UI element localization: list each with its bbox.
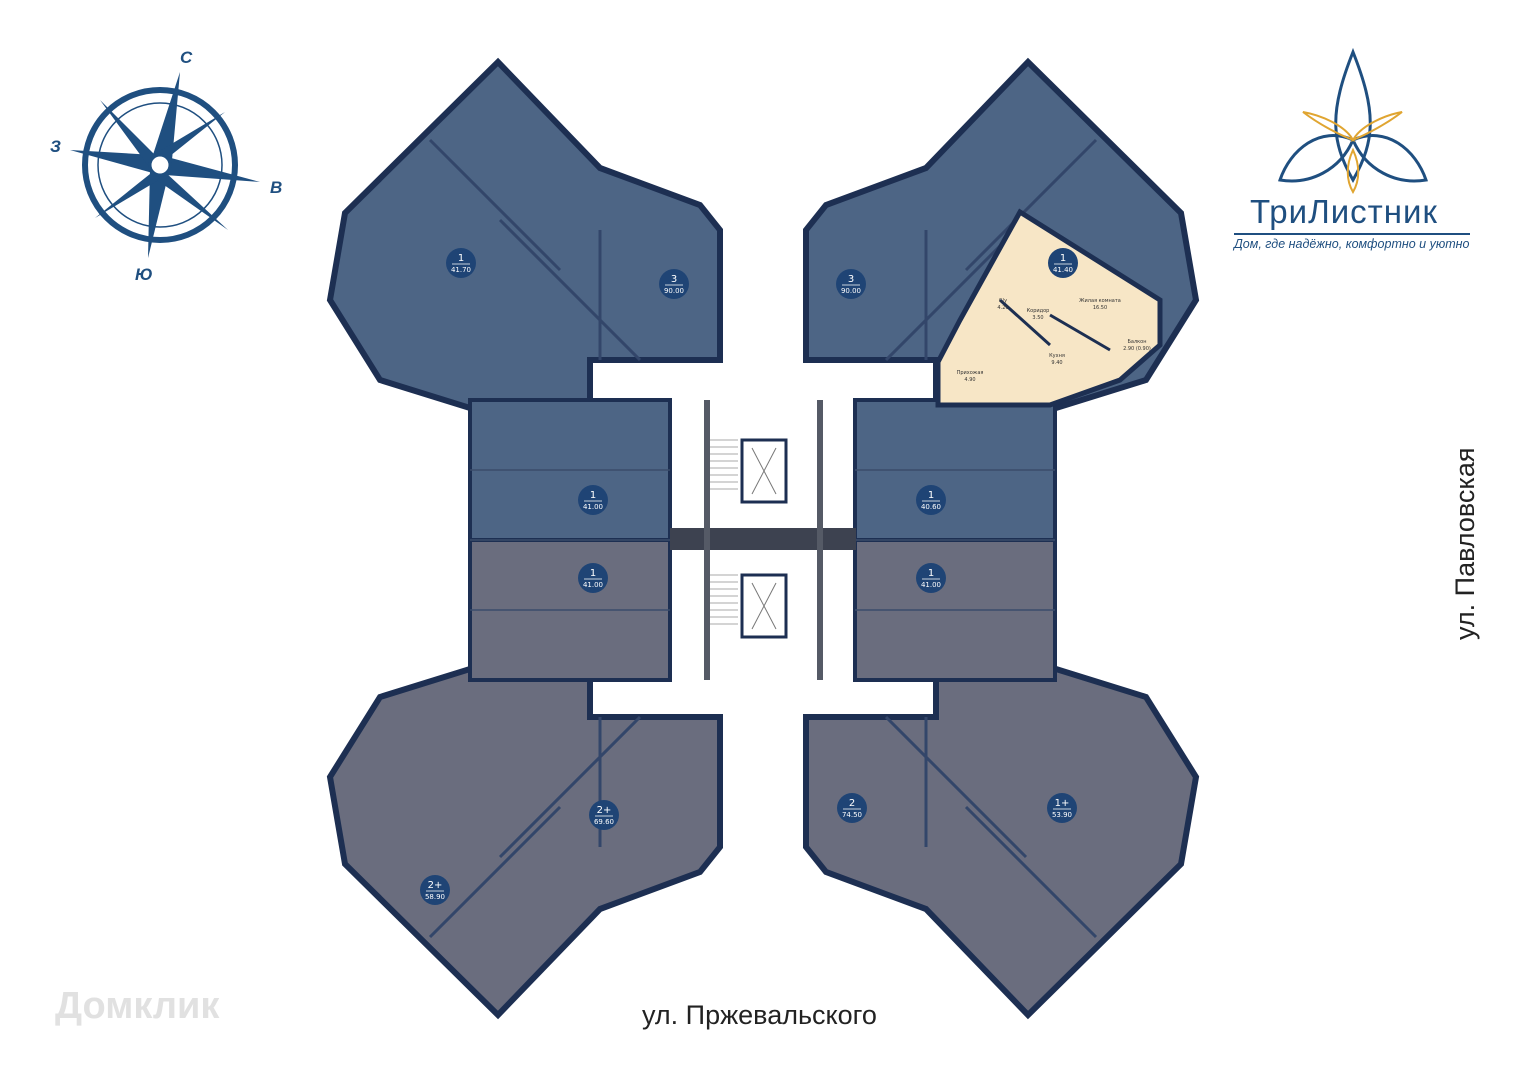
trilistnik-logo-icon xyxy=(1278,47,1428,194)
badge-area: 90.00 xyxy=(664,287,684,295)
room-label: С/у xyxy=(999,298,1007,304)
badge-circle xyxy=(578,485,608,515)
badge-area: 41.00 xyxy=(583,581,603,589)
room-area: 4.20 xyxy=(997,305,1008,311)
badge-area: 40.60 xyxy=(921,503,941,511)
room-label: Кухня xyxy=(1049,353,1065,359)
apartment-badge[interactable]: 140.60 xyxy=(916,485,946,515)
badge-area: 41.70 xyxy=(451,266,471,274)
badge-area: 41.00 xyxy=(583,503,603,511)
badge-area: 53.90 xyxy=(1052,811,1072,819)
badge-rooms: 1 xyxy=(1060,253,1066,264)
watermark: Домклик xyxy=(55,985,220,1027)
compass-west: З xyxy=(50,137,61,156)
room-area: 9.40 xyxy=(1051,360,1062,366)
apartment-badge[interactable]: 274.50 xyxy=(837,793,867,823)
compass-north: С xyxy=(180,48,193,67)
badge-circle xyxy=(420,875,450,905)
apartment-badge[interactable]: 1+ 53.90 xyxy=(1047,793,1077,823)
badge-circle xyxy=(446,248,476,278)
room-label: Коридор xyxy=(1027,308,1050,314)
badge-circle xyxy=(916,485,946,515)
room-label: Балкон xyxy=(1127,339,1146,345)
badge-rooms: 1 xyxy=(458,253,464,264)
apartment-badge[interactable]: 2+ 58.90 xyxy=(420,875,450,905)
apartment-badge[interactable]: 141.40 xyxy=(1048,248,1078,278)
badge-circle xyxy=(837,793,867,823)
room-label: Жилая комната xyxy=(1079,298,1121,304)
badge-rooms: 1 xyxy=(928,490,934,501)
badge-circle xyxy=(1047,793,1077,823)
badge-area: 41.40 xyxy=(1053,266,1073,274)
room-area: 3.50 xyxy=(1032,315,1043,321)
badge-area: 69.60 xyxy=(594,818,614,826)
apartment-badge[interactable]: 141.00 xyxy=(916,563,946,593)
room-area: 2.90 (0.90) xyxy=(1123,346,1151,352)
badge-area: 41.00 xyxy=(921,581,941,589)
compass-rose-icon xyxy=(70,72,260,258)
badge-circle xyxy=(836,269,866,299)
apartment-badge[interactable]: 2+ 69.60 xyxy=(589,800,619,830)
brand-name: ТриЛистник xyxy=(1250,193,1438,230)
compass-east: В xyxy=(270,178,283,197)
apartment-badge[interactable]: 390.00 xyxy=(659,269,689,299)
badge-circle xyxy=(659,269,689,299)
badge-area: 74.50 xyxy=(842,811,862,819)
badge-rooms: 3 xyxy=(671,274,677,285)
badge-circle xyxy=(1048,248,1078,278)
street-label-bottom: ул. Пржевальского xyxy=(642,1000,877,1030)
badge-rooms: 2 xyxy=(849,798,855,809)
elevator-upper xyxy=(740,438,788,504)
badge-area: 58.90 xyxy=(425,893,445,901)
room-area: 16.50 xyxy=(1093,305,1107,311)
elevator-lower xyxy=(740,573,788,639)
street-label-right: ул. Павловская xyxy=(1450,447,1480,640)
stair-core xyxy=(670,400,856,680)
corridor-link xyxy=(670,528,856,550)
badge-rooms: 1 xyxy=(928,568,934,579)
room-label: Прихожая xyxy=(957,370,984,376)
badge-rooms: 1 xyxy=(590,568,596,579)
badge-circle xyxy=(916,563,946,593)
apartment-badge[interactable]: 141.70 xyxy=(446,248,476,278)
badge-rooms: 1+ xyxy=(1055,798,1070,809)
badge-rooms: 2+ xyxy=(428,880,443,891)
badge-rooms: 1 xyxy=(590,490,596,501)
badge-area: 90.00 xyxy=(841,287,861,295)
brand-slogan: Дом, где надёжно, комфортно и уютно xyxy=(1234,233,1470,251)
apartment-badge[interactable]: 141.00 xyxy=(578,563,608,593)
badge-circle xyxy=(578,563,608,593)
badge-circle xyxy=(589,800,619,830)
compass-south: Ю xyxy=(135,265,153,284)
badge-rooms: 2+ xyxy=(597,805,612,816)
apartment-badge[interactable]: 390.00 xyxy=(836,269,866,299)
badge-rooms: 3 xyxy=(848,274,854,285)
highlighted-apartment-shape xyxy=(935,208,1163,408)
room-area: 4.90 xyxy=(964,377,975,383)
apartment-badge[interactable]: 141.00 xyxy=(578,485,608,515)
